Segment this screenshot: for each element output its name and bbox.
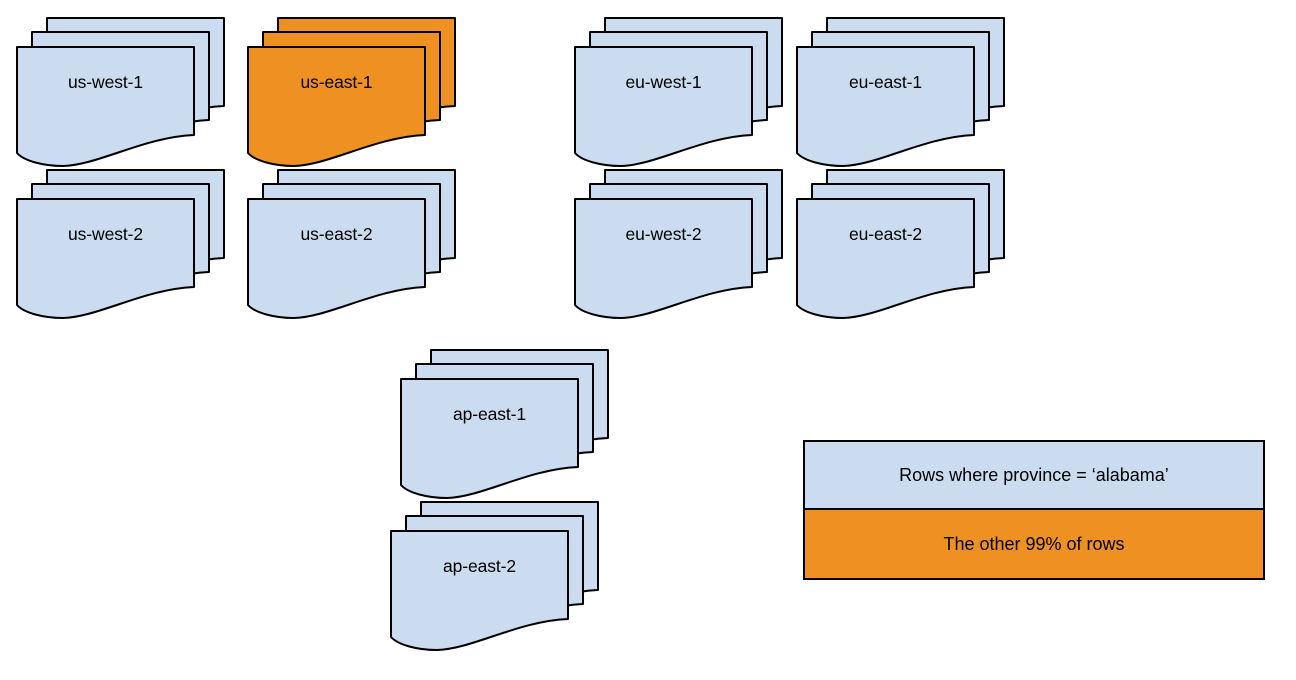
legend-item-alabama-rows: Rows where province = ‘alabama’	[805, 442, 1263, 510]
datastore-sheet-3	[796, 198, 975, 319]
datastore-stack-shape	[574, 17, 783, 167]
datastore-eu-west-2[interactable]: eu-west-2	[568, 166, 804, 330]
datastore-stack-shape	[16, 169, 225, 319]
datastore-sheet-3	[16, 198, 195, 319]
datastore-sheet-3	[574, 198, 753, 319]
datastore-sheet-3	[574, 46, 753, 167]
datastore-eu-east-1[interactable]: eu-east-1	[790, 14, 1026, 178]
datastore-sheet-3	[16, 46, 195, 167]
datastore-us-east-2[interactable]: us-east-2	[241, 166, 477, 330]
datastore-eu-east-2[interactable]: eu-east-2	[790, 166, 1026, 330]
datastore-stack-shape	[390, 501, 599, 651]
datastore-sheet-3	[247, 198, 426, 319]
datastore-stack-shape	[574, 169, 783, 319]
datastore-us-east-1[interactable]: us-east-1	[241, 14, 477, 178]
datastore-ap-east-1[interactable]: ap-east-1	[394, 346, 630, 510]
datastore-sheet-3	[796, 46, 975, 167]
datastore-stack-shape	[16, 17, 225, 167]
datastore-stack-shape	[796, 17, 1005, 167]
datastore-ap-east-2[interactable]: ap-east-2	[384, 498, 620, 662]
datastore-sheet-3	[400, 378, 579, 499]
datastore-sheet-3	[390, 530, 569, 651]
datastore-stack-shape	[247, 17, 456, 167]
datastore-sheet-3	[247, 46, 426, 167]
datastore-stack-shape	[247, 169, 456, 319]
datastore-us-west-2[interactable]: us-west-2	[10, 166, 246, 330]
datastore-stack-shape	[796, 169, 1005, 319]
legend-label: The other 99% of rows	[943, 534, 1125, 554]
datastore-eu-west-1[interactable]: eu-west-1	[568, 14, 804, 178]
legend-label: Rows where province = ‘alabama’	[899, 465, 1169, 485]
datastore-us-west-1[interactable]: us-west-1	[10, 14, 246, 178]
legend: Rows where province = ‘alabama’ The othe…	[803, 440, 1265, 580]
datastore-stack-shape	[400, 349, 609, 499]
legend-item-other-rows: The other 99% of rows	[805, 510, 1263, 578]
